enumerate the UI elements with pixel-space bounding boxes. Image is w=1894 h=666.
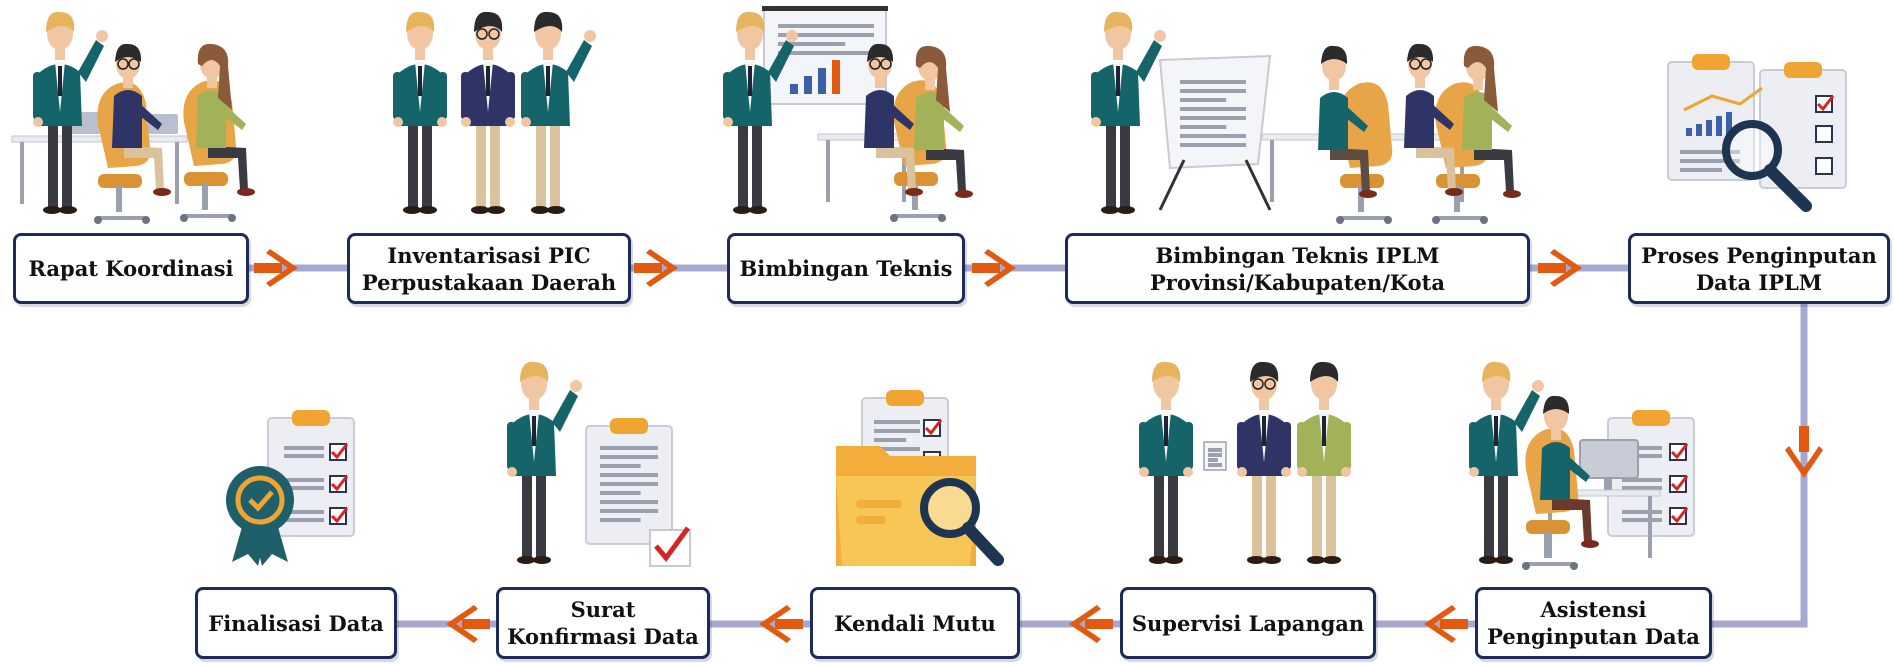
person-figure [1139, 361, 1193, 564]
arrow-right-icon [972, 249, 1016, 287]
seated-person-figure [1404, 43, 1463, 196]
step-bimbingan-teknis-iplm: Bimbingan Teknis IPLM Provinsi/Kabupaten… [1065, 233, 1530, 304]
person-figure [33, 11, 108, 214]
seated-person-figure [1318, 45, 1377, 198]
step-label: Finalisasi Data [208, 610, 384, 636]
seated-person-figure [112, 43, 171, 196]
arrow-left-icon [759, 605, 803, 643]
step-label-line1: Proses Penginputan [1641, 242, 1877, 268]
document-icon [1203, 441, 1227, 471]
step-rapat-koordinasi: Rapat Koordinasi [13, 233, 249, 304]
step-asistensi-penginputan: Asistensi Penginputan Data [1475, 587, 1712, 659]
desk-icon [11, 135, 188, 204]
step-label: Bimbingan Teknis [739, 256, 953, 281]
arrow-right-icon [634, 249, 678, 287]
person-figure [521, 11, 596, 214]
step-bimbingan-teknis: Bimbingan Teknis [727, 233, 965, 304]
step-label-line1: Bimbingan Teknis IPLM [1155, 242, 1440, 268]
step-label: Supervisi Lapangan [1131, 610, 1365, 636]
person-figure [1091, 11, 1166, 214]
person-figure [393, 11, 447, 214]
seated-person-figure [1540, 395, 1599, 548]
step-surat-konfirmasi: Surat Konfirmasi Data [496, 587, 710, 659]
arrow-left-icon [446, 605, 490, 643]
seated-person-figure [864, 43, 923, 196]
step-label-line2: Provinsi/Kabupaten/Kota [1150, 269, 1445, 295]
step-supervisi-lapangan: Supervisi Lapangan [1120, 587, 1376, 659]
seated-person-figure [914, 45, 973, 198]
step-kendali-mutu: Kendali Mutu [810, 587, 1020, 659]
folder-magnifier-icon [836, 389, 1004, 566]
step-inventarisasi-pic: Inventarisasi PIC Perpustakaan Daerah [347, 233, 631, 304]
step-label-line2: Penginputan Data [1487, 624, 1700, 649]
confirmation-letter-icon [585, 417, 691, 567]
person-figure [1237, 361, 1291, 564]
step-label-line2: Konfirmasi Data [507, 624, 699, 649]
computer-monitor-icon [1579, 439, 1639, 492]
arrow-down-icon [1785, 426, 1823, 478]
step-label-line1: Surat [570, 597, 636, 622]
person-figure [507, 361, 582, 564]
arrow-left-icon [1069, 605, 1113, 643]
arrow-left-icon [1424, 605, 1468, 643]
analysis-clipboard-icon [1667, 53, 1847, 212]
person-figure [461, 11, 515, 214]
person-figure [723, 11, 798, 214]
flipchart-icon [1158, 54, 1272, 211]
seated-person-figure [1462, 45, 1521, 198]
seated-person-figure [196, 43, 255, 196]
person-figure [1469, 361, 1544, 564]
certificate-clipboard-icon [226, 409, 355, 566]
person-figure [1297, 361, 1351, 564]
step-label: Rapat Koordinasi [28, 256, 234, 281]
arrow-right-icon [1538, 249, 1582, 287]
step-label: Kendali Mutu [834, 610, 996, 636]
step-label-line2: Data IPLM [1695, 269, 1823, 295]
step-label-line2: Perpustakaan Daerah [361, 269, 617, 295]
checklist-clipboard-icon [1607, 409, 1695, 537]
magnifier-icon [1722, 120, 1782, 180]
step-finalisasi-data: Finalisasi Data [195, 587, 397, 659]
step-proses-penginputan: Proses Penginputan Data IPLM [1628, 233, 1890, 304]
step-label-line1: Inventarisasi PIC [387, 242, 591, 268]
arrow-right-icon [254, 249, 298, 287]
step-label-line1: Asistensi [1540, 597, 1647, 622]
